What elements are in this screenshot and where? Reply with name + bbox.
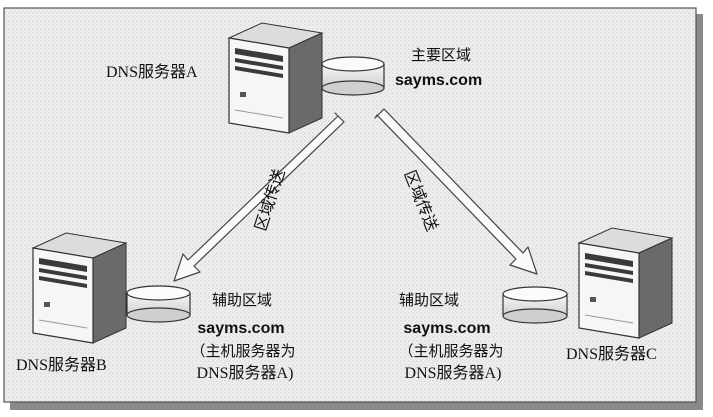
server-b-zone-note-2: DNS服务器A)	[196, 365, 294, 382]
server-b-zone-domain: sayms.com	[197, 320, 285, 337]
server-a-label: DNS服务器A	[106, 64, 198, 81]
server-tower-icon	[577, 227, 674, 339]
server-c-zone-domain: sayms.com	[403, 320, 491, 337]
server-c-zone-note-1: （主机服务器为	[398, 342, 504, 360]
zone-disk-icon	[321, 56, 385, 96]
server-b-zone-type: 辅助区域	[212, 291, 273, 309]
server-a-zone-type: 主要区域	[411, 46, 472, 64]
server-a-zone-domain: sayms.com	[395, 72, 483, 89]
server-b-zone-note-1: （主机服务器为	[190, 342, 296, 360]
server-c-zone-type: 辅助区域	[399, 291, 460, 309]
transfer-arrow-icon	[374, 108, 538, 275]
server-b-label: DNS服务器B	[16, 357, 107, 374]
zone-disk-icon	[502, 286, 568, 324]
server-tower-icon	[227, 22, 324, 134]
server-c-zone-note-2: DNS服务器A)	[404, 365, 502, 382]
server-tower-icon	[31, 232, 128, 344]
transfer-arrow-icon	[173, 112, 345, 282]
server-c-label: DNS服务器C	[566, 346, 657, 363]
zone-disk-icon	[126, 285, 191, 323]
